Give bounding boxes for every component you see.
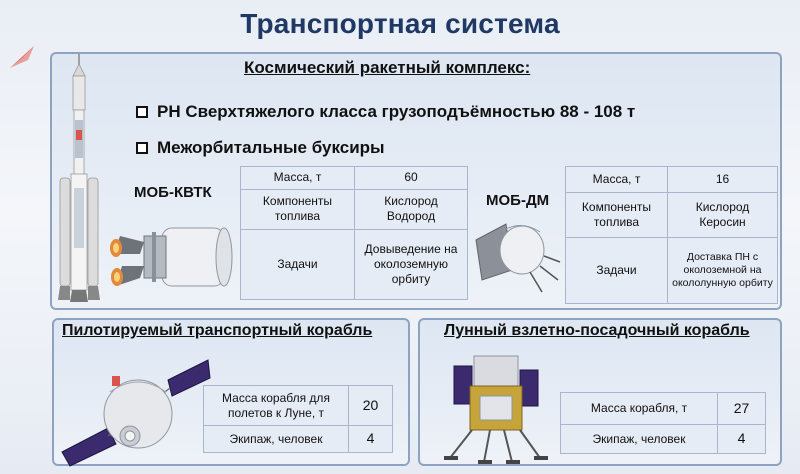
mob-kvtk-fuel-label: Компоненты топлива: [240, 188, 355, 231]
mob-dm-tasks-label: Задачи: [565, 237, 668, 304]
crew-ship-crew-value: 4: [348, 425, 393, 453]
lunar-ship-mass-value: 27: [717, 392, 766, 425]
table-row: Задачи Довыведение на околоземную орбиту: [240, 229, 468, 300]
rocket-image: [58, 54, 100, 302]
table-row: Экипаж, человек 4: [560, 424, 766, 454]
table-row: Масса, т 16: [565, 166, 778, 193]
mob-kvtk-tasks-value: Довыведение на околоземную орбиту: [354, 229, 468, 300]
mob-dm-mass-label: Масса, т: [565, 166, 668, 193]
table-row: Масса корабля для полетов к Луне, т 20: [203, 385, 393, 426]
mob-dm-label: МОБ-ДМ: [486, 192, 550, 209]
crew-ship-crew-label: Экипаж, человек: [203, 425, 349, 453]
table-row: Масса корабля, т 27: [560, 392, 766, 425]
lunar-ship-table: Масса корабля, т 27 Экипаж, человек 4: [560, 392, 766, 454]
mob-dm-mass-value: 16: [667, 166, 778, 193]
table-row: Задачи Доставка ПН с околоземной на окол…: [565, 237, 778, 304]
corner-arrow-icon: [10, 46, 34, 68]
mob-dm-fuel-value: Кислород Керосин: [667, 191, 778, 239]
mob-kvtk-image: [110, 227, 233, 287]
crew-ship-table: Масса корабля для полетов к Луне, т 20 Э…: [203, 385, 393, 453]
mob-kvtk-mass-value: 60: [354, 166, 468, 190]
mob-dm-table: Масса, т 16 Компоненты топлива Кислород …: [565, 166, 778, 304]
mob-dm-fuel-label: Компоненты топлива: [565, 191, 668, 239]
mob-kvtk-fuel-value: Кислород Водород: [354, 188, 468, 231]
mob-kvtk-label: МОБ-КВТК: [134, 184, 212, 201]
table-row: Компоненты топлива Кислород Керосин: [565, 191, 778, 239]
mob-kvtk-table: Масса, т 60 Компоненты топлива Кислород …: [240, 166, 468, 300]
mob-dm-tasks-value: Доставка ПН с околоземной на окололунную…: [667, 237, 778, 304]
lunar-ship-crew-label: Экипаж, человек: [560, 424, 718, 454]
bullet-text: Межорбитальные буксиры: [157, 138, 385, 157]
bullet-text: РН Сверхтяжелого класса грузоподъёмность…: [157, 102, 636, 121]
mob-dm-image: [475, 223, 561, 293]
rocket-complex-heading: Космический ракетный комплекс:: [244, 58, 531, 77]
table-row: Компоненты топлива Кислород Водород: [240, 188, 468, 231]
crew-ship-mass-label: Масса корабля для полетов к Луне, т: [203, 385, 349, 426]
lunar-ship-heading: Лунный взлетно-посадочный корабль: [444, 322, 750, 339]
lunar-ship-image: [444, 355, 548, 464]
mob-kvtk-mass-label: Масса, т: [240, 166, 355, 190]
table-row: Экипаж, человек 4: [203, 425, 393, 453]
crew-ship-heading: Пилотируемый транспортный корабль: [62, 322, 373, 339]
bullet-launch-vehicle: РН Сверхтяжелого класса грузоподъёмность…: [136, 102, 635, 122]
checkbox-bullet-icon: [136, 106, 148, 118]
checkbox-bullet-icon: [136, 142, 148, 154]
lunar-ship-crew-value: 4: [717, 424, 766, 454]
crew-ship-mass-value: 20: [348, 385, 393, 426]
crew-ship-image: [61, 359, 211, 467]
mob-kvtk-tasks-label: Задачи: [240, 229, 355, 300]
slide-title: Транспортная система: [240, 8, 560, 39]
bullet-space-tugs: Межорбитальные буксиры: [136, 138, 385, 158]
table-row: Масса, т 60: [240, 166, 468, 190]
lunar-ship-mass-label: Масса корабля, т: [560, 392, 718, 425]
